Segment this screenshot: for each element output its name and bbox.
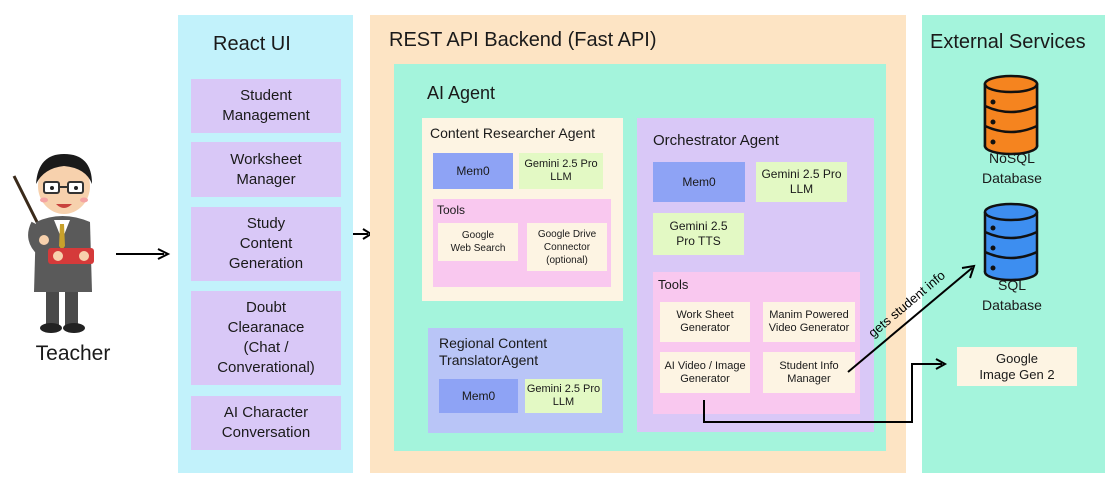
ai-agent-panel: AI Agent Content Researcher Agent Mem0 G… [394,64,886,451]
ui-item-label: AI Character Conversation [221,404,311,441]
tool-manim-video-generator: Manim Powered Video Generator [763,302,855,342]
react-ui-panel: React UI Student Management Worksheet Ma… [178,15,353,473]
llm-label: Gemini 2.5 Pro LLM [526,383,601,408]
tool-label: Work Sheet Generator [676,309,734,334]
orchestrator-agent: Orchestrator Agent Mem0 Gemini 2.5 Pro L… [637,118,874,432]
ui-item-label: Study Content Generation [228,215,304,272]
orchestrator-tts: Gemini 2.5 Pro TTS [653,213,744,255]
arrow-teacher-to-ui [116,248,171,260]
tool-google-drive-connector: Google Drive Connector (optional) [527,223,607,271]
orchestrator-llm: Gemini 2.5 Pro LLM [756,162,847,202]
tool-label: Manim Powered Video Generator [768,309,850,334]
tool-label: AI Video / Image Generator [664,359,746,385]
sql-database-icon [983,202,1039,282]
content-researcher-llm: Gemini 2.5 Pro LLM [519,153,603,189]
nosql-database-label: NoSQL Database [982,150,1042,186]
tool-ai-video-image-generator: AI Video / Image Generator [660,352,750,393]
translator-agent: Regional Content TranslatorAgent Mem0 Ge… [428,328,623,433]
google-image-gen-label: Google Image Gen 2 [979,350,1055,382]
ui-item-student-management[interactable]: Student Management [191,79,341,133]
orchestrator-title: Orchestrator Agent [653,132,779,149]
teacher-figure [8,140,118,340]
tool-student-info-manager: Student Info Manager [763,352,855,393]
ui-item-ai-character[interactable]: AI Character Conversation [191,396,341,450]
ui-item-worksheet-manager[interactable]: Worksheet Manager [191,142,341,197]
teacher-label: Teacher [35,342,111,365]
content-researcher-title: Content Researcher Agent [430,125,595,141]
ui-item-label: Doubt Clearanace (Chat / Converational) [217,299,315,376]
tool-label: Google Web Search [450,230,506,254]
content-researcher-agent: Content Researcher Agent Mem0 Gemini 2.5… [422,118,623,301]
nosql-database-icon [983,74,1039,156]
tool-label: Google Drive Connector (optional) [537,228,597,266]
backend-panel: REST API Backend (Fast API) AI Agent Con… [370,15,906,473]
external-services-panel: External Services NoSQL Database SQL Dat… [922,15,1105,473]
tools-title: Tools [437,203,466,217]
tts-label: Gemini 2.5 Pro TTS [669,219,728,248]
tool-label: Student Info Manager [779,359,839,385]
react-ui-title: React UI [213,33,291,55]
ui-item-doubt-clearance[interactable]: Doubt Clearanace (Chat / Converational) [191,291,341,385]
tool-worksheet-generator: Work Sheet Generator [660,302,750,342]
google-image-gen-box: Google Image Gen 2 [957,347,1077,386]
content-researcher-mem0: Mem0 [433,153,513,189]
sql-database-label: SQL Database [982,277,1042,313]
orchestrator-mem0: Mem0 [653,162,745,202]
external-title: External Services [930,31,1086,53]
translator-title: Regional Content TranslatorAgent [439,335,548,368]
llm-label: Gemini 2.5 Pro LLM [761,167,842,196]
teacher-icon [12,154,94,333]
tools-title: Tools [658,277,689,292]
ui-item-label: Student Management [222,87,310,124]
backend-title: REST API Backend (Fast API) [389,29,657,51]
ui-item-study-content[interactable]: Study Content Generation [191,207,341,281]
ai-agent-title: AI Agent [427,83,496,103]
content-researcher-tools: Tools Google Web Search Google Drive Con… [433,199,611,287]
tool-google-web-search: Google Web Search [438,223,518,261]
llm-label: Gemini 2.5 Pro LLM [524,158,598,183]
mem0-label: Mem0 [456,163,490,178]
mem0-label: Mem0 [682,174,716,189]
mem0-label: Mem0 [461,388,496,403]
orchestrator-tools: Tools Work Sheet Generator Manim Powered… [653,272,860,414]
translator-mem0: Mem0 [439,379,518,413]
ui-item-label: Worksheet Manager [230,150,302,188]
translator-llm: Gemini 2.5 Pro LLM [525,379,602,413]
